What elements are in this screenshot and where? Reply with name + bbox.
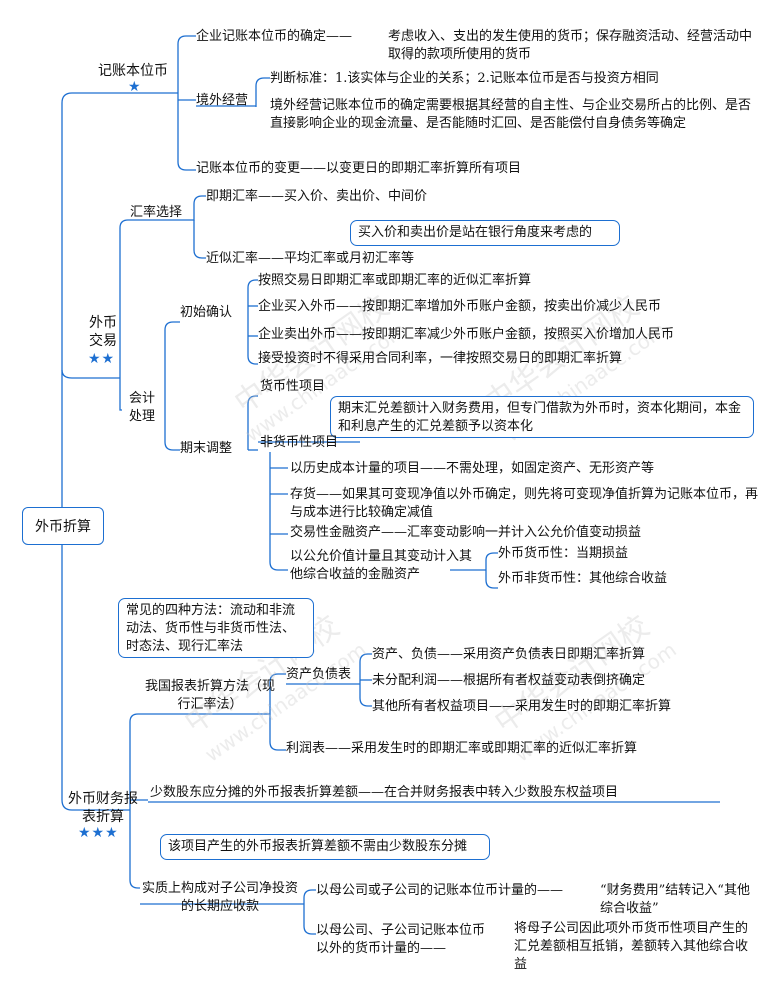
node-lt-1-detail: “财务费用”结转记入“其他综合收益”: [600, 883, 750, 916]
node-balance-sheet: 资产负债表: [286, 667, 352, 682]
node-rate-choice: 汇率选择: [130, 205, 183, 220]
connector-root-mid: [61, 369, 90, 379]
node-nonmonetary-3: 交易性金融资产——汇率变动影响一并计入公允价值变动损益: [290, 525, 642, 540]
node-approx-rate: 近似汇率——平均汇率或月初汇率等: [206, 251, 415, 266]
node-minority: 少数股东应分摊的外币报表折算差额——在合并财务报表中转入少数股东权益项目: [150, 785, 619, 800]
note-bank-perspective: 买入价和卖出价是站在银行角度来考虑的: [350, 220, 620, 246]
node-accounting: 会计处理: [128, 391, 155, 424]
section-currency-title: 记账本位币: [98, 63, 168, 79]
node-bs-1: 资产、负债——采用资产负债表日即期汇率折算: [372, 647, 646, 662]
node-initial-4: 接受投资时不得采用合同利率，一律按照交易日的即期汇率折算: [258, 351, 623, 366]
node-criteria: 判断标准：1.该实体与企业的关系；2.记账本位币是否与投资方相同: [270, 71, 659, 86]
root-node: 外币折算: [22, 507, 104, 545]
node-monetary: 货币性项目: [260, 379, 326, 394]
node-nonmonetary-4a: 外币货币性：当期损益: [498, 546, 629, 561]
node-bs-2: 未分配利润——根据所有者权益变动表倒挤确定: [372, 673, 646, 688]
connector-root-spine: [61, 92, 96, 507]
node-long-term-receivable: 实质上构成对子公司净投资的长期应收款: [141, 881, 298, 914]
node-nonmonetary-2: 存货——如果其可变现净值以外币确定，则先将可变现净值折算为记账本位币，再与成本进…: [290, 487, 759, 520]
node-nonmonetary-4b: 外币非货币性：其他综合收益: [498, 571, 668, 586]
node-nonmonetary-1: 以历史成本计量的项目——不需处理，如固定资产、无形资产等: [290, 461, 655, 476]
node-change: 记账本位币的变更——以变更日的即期汇率折算所有项目: [196, 161, 522, 176]
section-statements-title: 外币财务报表折算: [68, 791, 138, 825]
node-nonmonetary: 非货币性项目: [260, 435, 339, 450]
node-initial-1: 按照交易日即期汇率或即期汇率的近似汇率折算: [258, 273, 532, 288]
node-period-end: 期末调整: [180, 441, 233, 456]
note-four-methods: 常见的四种方法：流动和非流动法、货币性与非货币性法、时态法、现行汇率法: [118, 598, 314, 658]
connector-root-low: [61, 543, 80, 811]
node-lt-1: 以母公司或子公司的记账本位币计量的——: [316, 883, 564, 898]
node-income-statement: 利润表——采用发生时的即期汇率或即期汇率的近似汇率折算: [286, 741, 638, 756]
node-overseas: 境外经营: [196, 93, 249, 108]
node-overseas-detail: 境外经营记账本位币的确定需要根据其经营的自主性、与企业交易所占的比例、是否直接影…: [270, 98, 752, 131]
node-confirm-detail: 考虑收入、支出的发生使用的货币；保存融资活动、经营活动中取得的款项所使用的货币: [388, 29, 753, 62]
star-rating-3: ★★★: [78, 825, 119, 841]
node-china-method: 我国报表折算方法（现行汇率法）: [144, 679, 275, 712]
section-trade-title: 外币交易: [89, 315, 117, 349]
node-bs-3: 其他所有者权益项目——采用发生时的即期汇率折算: [372, 699, 672, 714]
node-confirm: 企业记账本位币的确定——: [196, 29, 353, 44]
node-spot-rate: 即期汇率——买入价、卖出价、中间价: [206, 189, 428, 204]
node-initial-2: 企业买入外币——按即期汇率增加外币账户金额，按卖出价减少人民币: [258, 299, 662, 314]
node-initial: 初始确认: [180, 305, 233, 320]
node-initial-3: 企业卖出外币——按即期汇率减少外币账户金额，按照买入价增加人民币: [258, 327, 675, 342]
note-minority: 该项目产生的外币报表折算差额不需由少数股东分摊: [160, 834, 490, 860]
note-monetary: 期末汇兑差额计入财务费用，但专门借款为外币时，资本化期间，本金和利息产生的汇兑差…: [330, 396, 754, 438]
star-rating-1: ★: [128, 79, 142, 95]
node-lt-2-detail: 将母子公司因此项外币货币性项目产生的汇兑差额相互抵销，差额转入其他综合收益: [514, 921, 749, 972]
node-nonmonetary-4: 以公允价值计量且其变动计入其他综合收益的金融资产: [290, 549, 473, 582]
star-rating-2: ★★: [88, 351, 116, 367]
node-lt-2: 以母公司、子公司记账本位币以外的货币计量的——: [316, 923, 486, 956]
